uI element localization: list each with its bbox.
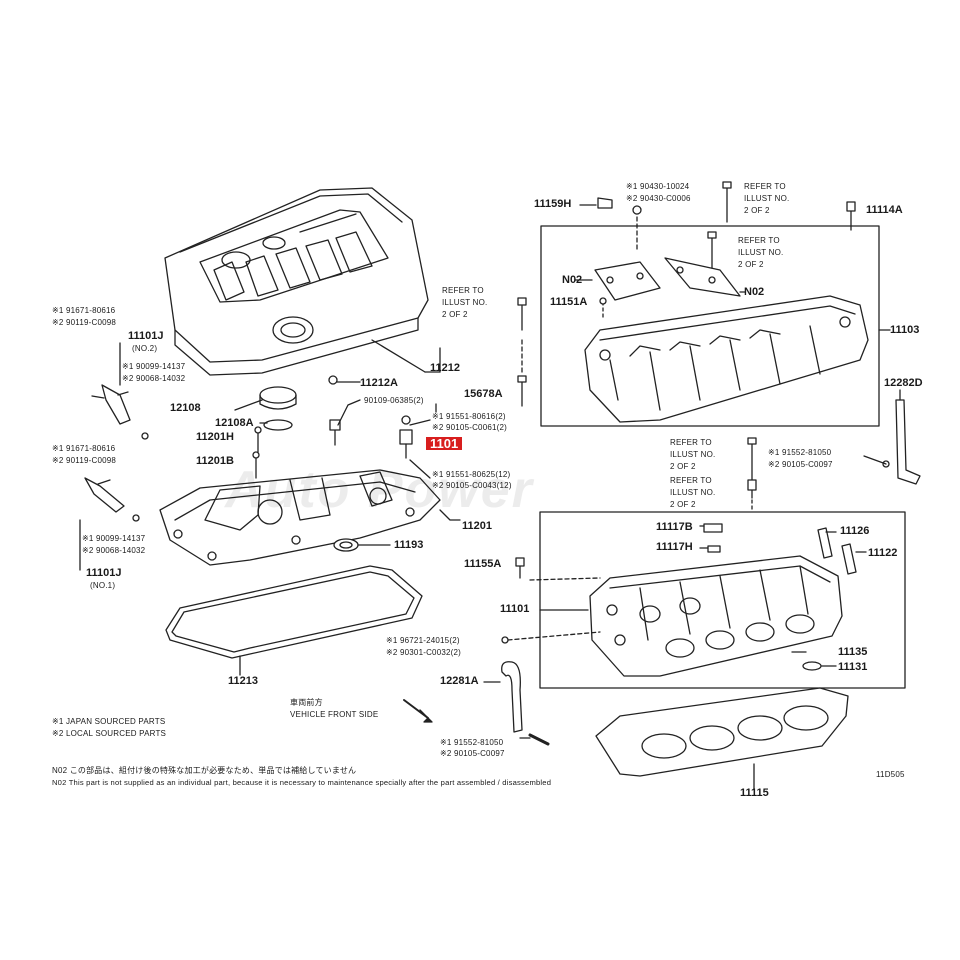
label-11103: 11103 [890, 324, 920, 336]
label-90109: 90109-06385(2) [364, 396, 424, 405]
note-japan-sourced: ※1 JAPAN SOURCED PARTS [52, 717, 166, 726]
label-11131: 11131 [838, 661, 868, 673]
camshaft-housing [540, 225, 891, 427]
watermark: Auto Power [225, 461, 534, 519]
label-90099-top: ※1 90099-14137 [122, 362, 186, 371]
label-11122: 11122 [868, 547, 898, 559]
figure-id: 11D505 [876, 770, 905, 779]
label-91552-a: ※1 91552-81050 [768, 448, 832, 457]
label-refer-b1: REFER TO [738, 236, 780, 245]
label-15678A: 15678A [464, 388, 503, 400]
label-11201H: 11201H [196, 431, 234, 443]
label-11193: 11193 [394, 539, 424, 551]
label-refer-b2: ILLUST NO. [738, 248, 784, 257]
front-direction-jp: 車両前方 [290, 698, 323, 707]
head-cover-gasket [165, 565, 423, 676]
label-refer-a1: REFER TO [744, 182, 786, 191]
label-11101J-no1: 11101J [86, 567, 122, 579]
head-gasket [595, 687, 849, 791]
note-n02-en: N02 This part is not supplied as an indi… [52, 778, 552, 787]
label-12108: 12108 [170, 402, 201, 414]
label-90068-top: ※2 90068-14032 [122, 374, 186, 383]
label-refer-d1: REFER TO [670, 438, 712, 447]
label-12282D: 12282D [884, 377, 923, 389]
label-11135: 11135 [838, 646, 868, 658]
label-90119-top: ※2 90119-C0098 [52, 318, 117, 327]
front-direction-en: VEHICLE FRONT SIDE [290, 710, 379, 719]
label-11201B: 11201B [196, 455, 234, 467]
label-12108A: 12108A [215, 417, 254, 429]
label-refer-e1: REFER TO [670, 476, 712, 485]
label-91551-a: ※1 91551-80616(2) [432, 412, 506, 421]
ignition-coils [79, 342, 149, 571]
label-n02-a: N02 [562, 274, 583, 286]
label-90105-d: ※2 90105-C0097 [440, 749, 505, 758]
label-11212A: 11212A [360, 377, 398, 389]
label-no2: (NO.2) [132, 344, 158, 353]
label-90105-a: ※2 90105-C0061(2) [432, 423, 508, 432]
label-11159H: 11159H [534, 198, 572, 210]
label-11115: 11115 [740, 787, 769, 799]
label-refer-b3: 2 OF 2 [738, 260, 764, 269]
label-refer-a3: 2 OF 2 [744, 206, 770, 215]
label-11155A: 11155A [464, 558, 502, 570]
label-refer-d2: ILLUST NO. [670, 450, 716, 459]
label-11117H: 11117H [656, 541, 693, 553]
label-91552-b: ※1 91552-81050 [440, 738, 504, 747]
label-90301: ※2 90301-C0032(2) [386, 648, 462, 657]
label-11101: 11101 [500, 603, 530, 615]
label-12281A: 12281A [440, 675, 479, 687]
label-n02-b: N02 [744, 286, 765, 298]
label-refer-c3: 2 OF 2 [442, 310, 468, 319]
label-refer-a2: ILLUST NO. [744, 194, 790, 203]
small-parts-middle [234, 386, 431, 479]
label-90105-b: ※2 90105-C0043(12) [432, 481, 512, 490]
label-90068-bot: ※2 90068-14032 [82, 546, 146, 555]
highlighted-part-label: 1101 [426, 437, 463, 450]
label-91671-mid: ※1 91671-80616 [52, 444, 116, 453]
label-11201: 11201 [462, 520, 492, 532]
label-11151A: 11151A [550, 296, 588, 308]
cylinder-head [539, 511, 906, 689]
note-local-sourced: ※2 LOCAL SOURCED PARTS [52, 729, 167, 738]
label-11213: 11213 [228, 675, 258, 687]
label-91551-b: ※1 91551-80625(12) [432, 470, 511, 479]
label-11126: 11126 [840, 525, 870, 537]
label-90430-2: ※2 90430-C0006 [626, 194, 691, 203]
label-11101J-no2: 11101J [128, 330, 164, 342]
label-90119-mid: ※2 90119-C0098 [52, 456, 117, 465]
label-no1: (NO.1) [90, 581, 116, 590]
label-refer-d3: 2 OF 2 [670, 462, 696, 471]
label-11212: 11212 [430, 362, 460, 374]
label-11117B: 11117B [656, 521, 693, 533]
label-refer-c2: ILLUST NO. [442, 298, 488, 307]
engine-cover [164, 187, 429, 376]
label-refer-e2: ILLUST NO. [670, 488, 716, 497]
label-11114A: 11114A [866, 204, 903, 216]
label-90099-bot: ※1 90099-14137 [82, 534, 146, 543]
label-90105-c: ※2 90105-C0097 [768, 460, 833, 469]
label-refer-c1: REFER TO [442, 286, 484, 295]
label-refer-e3: 2 OF 2 [670, 500, 696, 509]
label-91671-top: ※1 91671-80616 [52, 306, 116, 315]
label-96721: ※1 96721-24015(2) [386, 636, 460, 645]
note-n02-jp: N02 この部品は、組付け後の特殊な加工が必要なため、単品では補給していません [52, 766, 357, 775]
label-90430-1: ※1 90430-10024 [626, 182, 690, 191]
cylinder-head-cover [159, 469, 461, 566]
